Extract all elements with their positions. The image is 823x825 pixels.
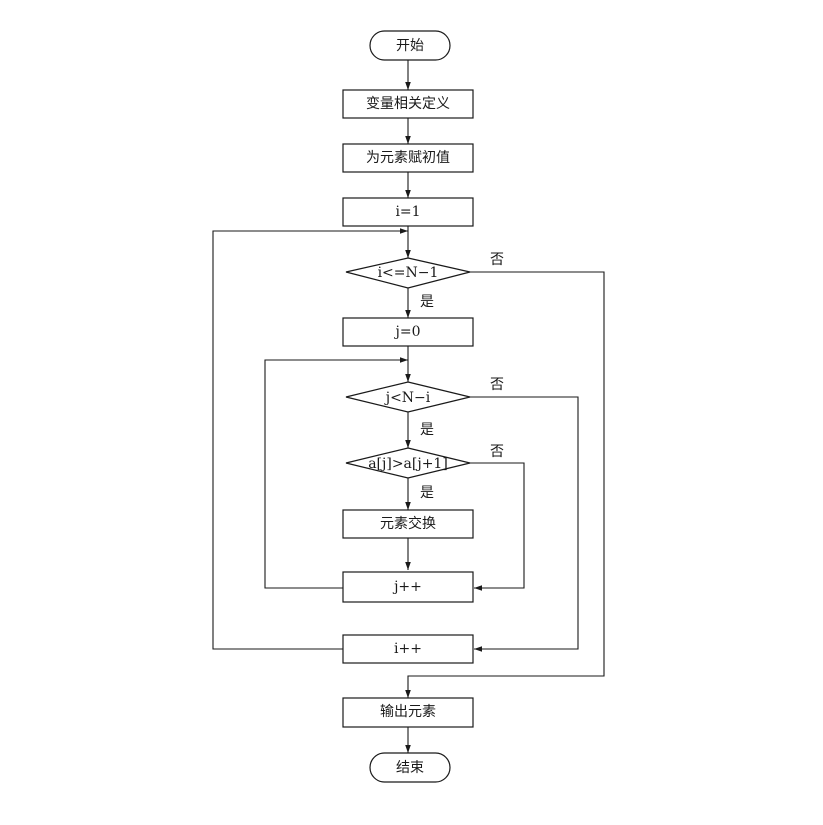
cond-j-label: j<N−i [384, 390, 431, 406]
edge-cond-i-no-to-output [405, 271, 605, 698]
compare-label: a[j]>a[j+1] [368, 456, 448, 472]
end-node: 结束 [369, 752, 451, 783]
inc-j-label: j++ [392, 579, 422, 595]
cond-j-yes-label: 是 [420, 422, 434, 438]
cond-i-label: i<=N−1 [378, 265, 439, 281]
cond-j-no-label: 否 [490, 377, 504, 393]
start-label: 开始 [396, 38, 424, 54]
init-elements-node: 为元素赋初值 [342, 143, 474, 173]
compare-decision: a[j]>a[j+1] [345, 447, 471, 479]
output-label: 输出元素 [380, 704, 436, 720]
inc-j-node: j++ [342, 571, 474, 603]
inc-i-label: i++ [394, 641, 422, 657]
swap-label: 元素交换 [380, 515, 436, 532]
init-i-node: i=1 [342, 197, 474, 227]
cond-j-decision: j<N−i [345, 381, 471, 413]
swap-node: 元素交换 [342, 509, 474, 539]
compare-yes-label: 是 [420, 485, 434, 501]
output-node: 输出元素 [342, 697, 474, 728]
init-j-node: j=0 [342, 317, 474, 347]
end-label: 结束 [396, 760, 424, 776]
init-elements-label: 为元素赋初值 [366, 149, 450, 166]
edge-inc-i-loop-back [212, 228, 408, 650]
cond-i-no-label: 否 [490, 252, 504, 268]
edge-cond-j-no-to-inc-i [470, 396, 579, 652]
init-i-label: i=1 [395, 204, 420, 220]
edge-inc-j-loop-back [264, 357, 408, 589]
start-node: 开始 [369, 30, 451, 61]
define-vars-label: 变量相关定义 [366, 96, 450, 112]
cond-i-yes-label: 是 [420, 294, 434, 310]
inc-i-node: i++ [342, 634, 474, 664]
edge-compare-no-to-inc-j [470, 462, 525, 591]
compare-no-label: 否 [490, 444, 504, 460]
define-vars-node: 变量相关定义 [342, 89, 474, 119]
cond-i-decision: i<=N−1 [345, 257, 471, 289]
init-j-label: j=0 [394, 324, 421, 340]
